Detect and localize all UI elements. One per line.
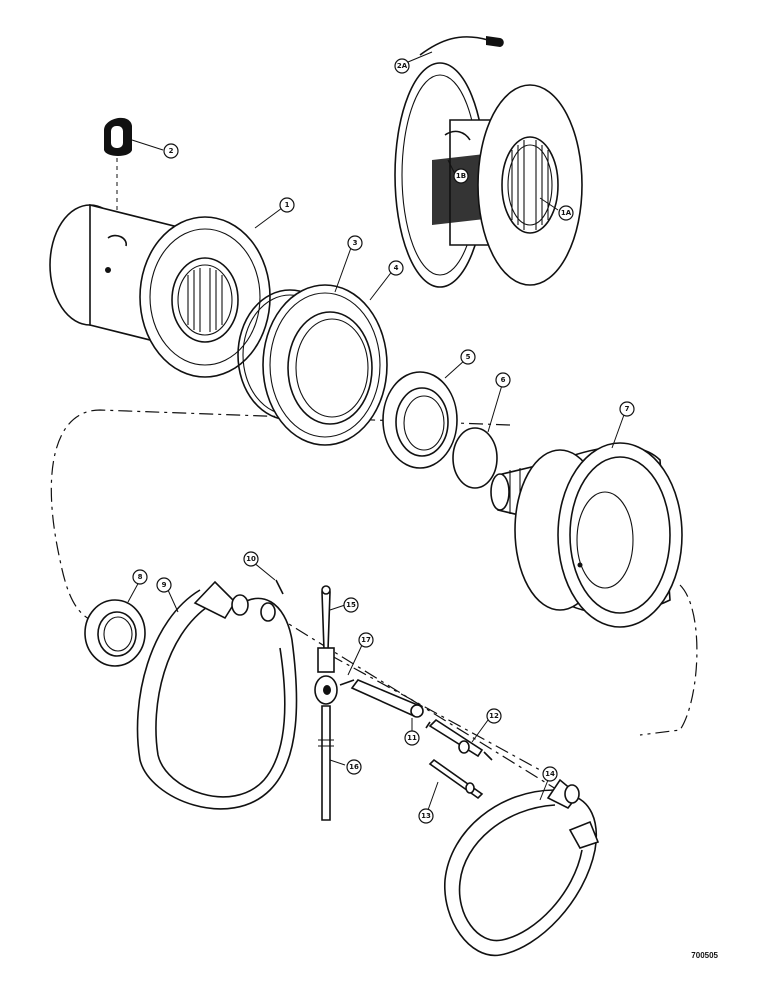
svg-text:2A: 2A [397, 62, 408, 70]
part-10-pin [275, 579, 284, 595]
part-6-o-ring [452, 427, 498, 489]
part-8-small-bearing [84, 599, 146, 667]
part-9-brake-band [136, 580, 298, 810]
part-2-key [104, 117, 132, 240]
callout-6: 6 [495, 372, 511, 388]
part-5-bearing [382, 371, 458, 469]
svg-text:8: 8 [138, 573, 143, 581]
svg-text:5: 5 [466, 353, 471, 361]
leader-lines [127, 51, 626, 811]
svg-text:1: 1 [285, 201, 290, 209]
callout-5: 5 [460, 349, 476, 365]
callout-1: 1 [279, 197, 295, 213]
callout-10: 10 [243, 551, 259, 567]
svg-text:12: 12 [489, 712, 499, 720]
svg-text:2: 2 [169, 147, 174, 155]
callout-1b: 1B [453, 168, 469, 184]
svg-text:17: 17 [361, 636, 371, 644]
svg-text:16: 16 [349, 763, 359, 771]
callout-15: 15 [343, 597, 359, 613]
svg-text:7: 7 [625, 405, 630, 413]
svg-text:1A: 1A [561, 209, 572, 217]
svg-text:14: 14 [545, 770, 555, 778]
callout-17: 17 [358, 632, 374, 648]
svg-text:3: 3 [353, 239, 358, 247]
callout-2: 2 [163, 143, 179, 159]
part-17-spring-pin [339, 679, 355, 686]
svg-text:10: 10 [246, 555, 256, 563]
callout-13: 13 [418, 808, 434, 824]
part-4-piston [262, 284, 388, 446]
part-15-16-adjuster-rod [314, 585, 338, 821]
svg-text:13: 13 [421, 812, 431, 820]
callout-2a: 2A [394, 58, 410, 74]
part-11-pin [350, 679, 424, 718]
callout-9: 9 [156, 577, 172, 593]
callout-4: 4 [388, 260, 404, 276]
svg-text:9: 9 [162, 581, 167, 589]
callout-14: 14 [542, 766, 558, 782]
svg-text:6: 6 [501, 376, 506, 384]
part-12-stepped-pin [425, 718, 493, 761]
part-13-pin [428, 758, 484, 800]
callout-8: 8 [132, 569, 148, 585]
part-14-brake-band [444, 778, 600, 957]
callout-11: 11 [404, 730, 420, 746]
callout-12: 12 [486, 708, 502, 724]
part-1a-spool [394, 62, 583, 288]
svg-text:1B: 1B [456, 172, 466, 180]
svg-text:4: 4 [394, 264, 399, 272]
callout-1a: 1A [558, 205, 574, 221]
svg-text:11: 11 [407, 734, 417, 742]
part-1-drum [49, 203, 271, 378]
part-7-clutch-drum [490, 442, 683, 628]
callout-7: 7 [619, 401, 635, 417]
drawing-code: 700505 [691, 951, 718, 960]
callout-16: 16 [346, 759, 362, 775]
svg-text:15: 15 [346, 601, 356, 609]
part-2a-sensor-wire [419, 36, 504, 56]
callout-3: 3 [347, 235, 363, 251]
